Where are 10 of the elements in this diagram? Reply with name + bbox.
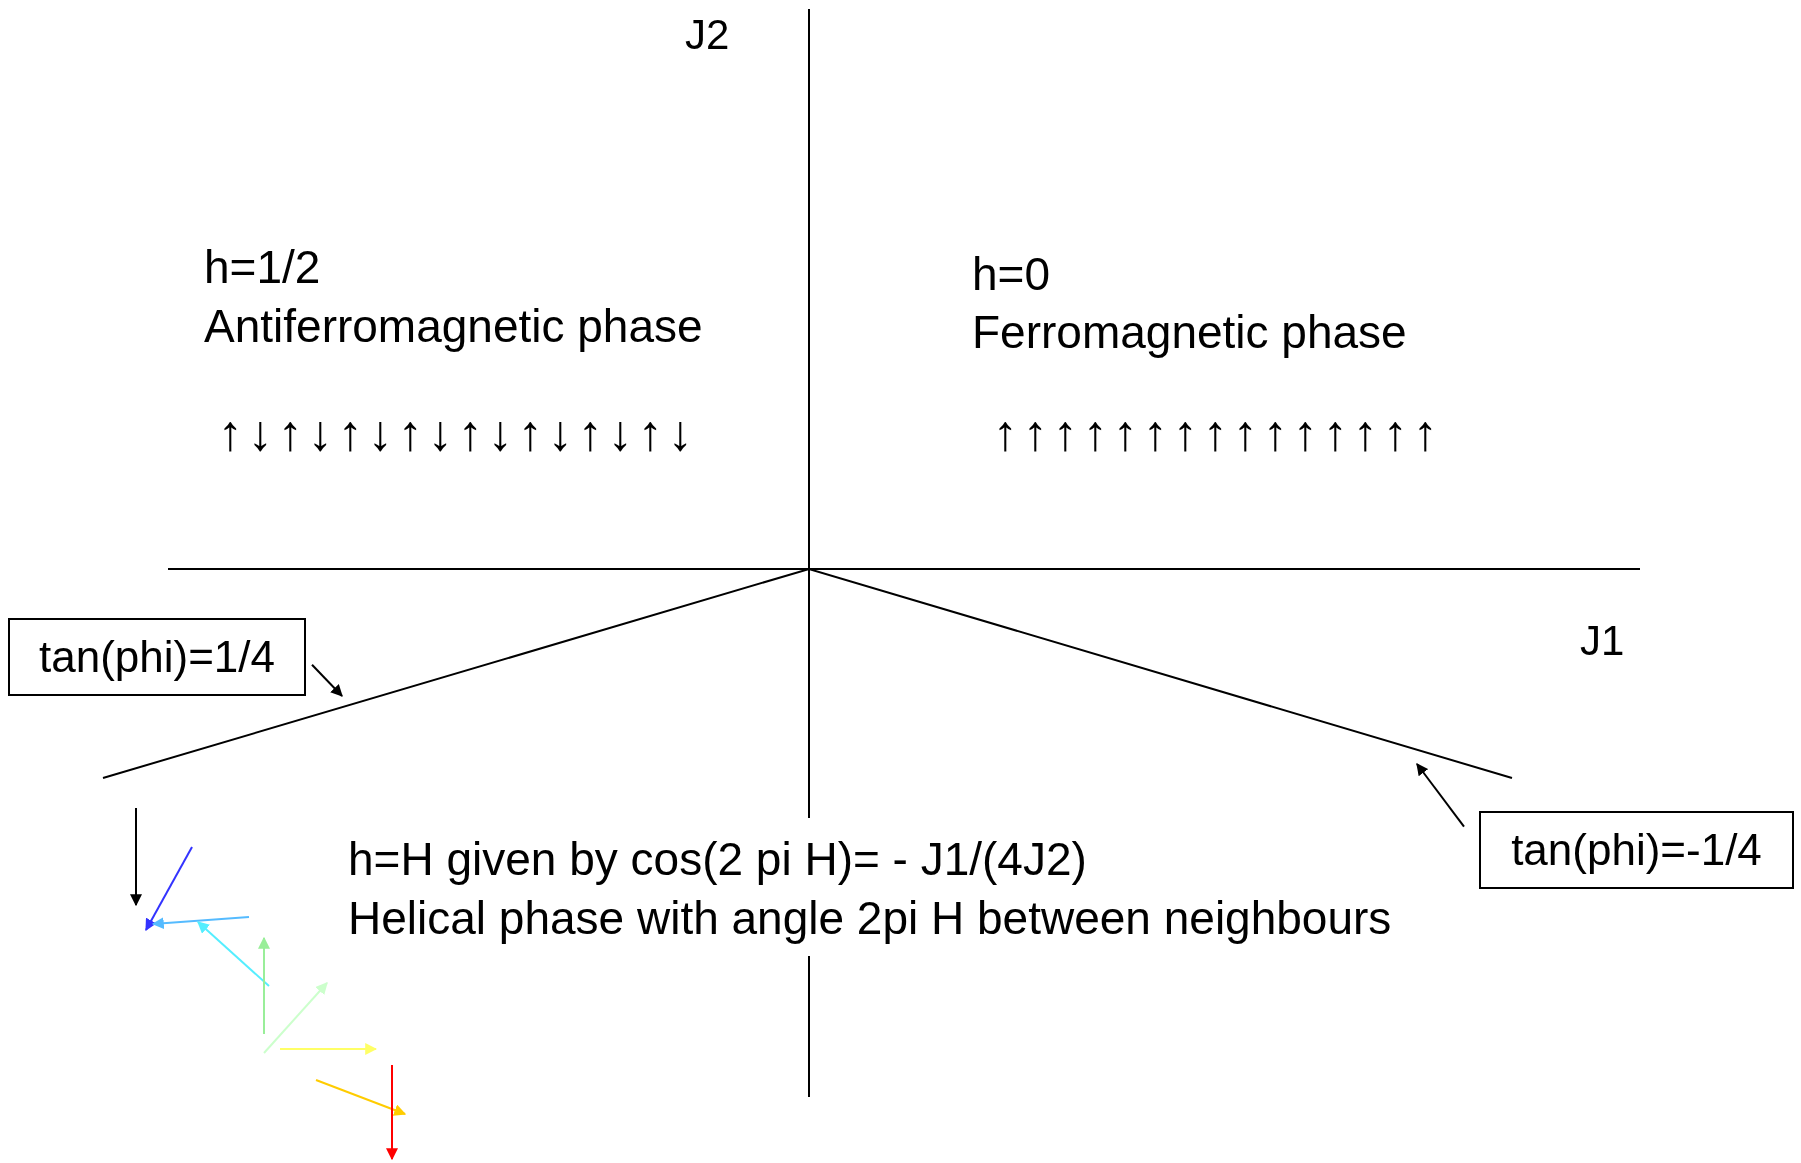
leader-arrow (1416, 763, 1465, 828)
phase-parameter: h=1/2 (204, 244, 321, 290)
label-box: tan(phi)=1/4 (8, 618, 306, 696)
axis-label: J2 (685, 14, 730, 56)
phase-parameter: h=0 (972, 251, 1051, 297)
spin-arrows: ↑↑↑↑↑↑↑↑↑↑↑↑↑↑↑ (993, 408, 1443, 458)
label-box: tan(phi)=-1/4 (1479, 811, 1794, 889)
leader-arrow (311, 663, 343, 697)
spin-arrows: ↑↓↑↓↑↓↑↓↑↓↑↓↑↓↑↓ (218, 408, 698, 458)
axis-label: J1 (1580, 620, 1625, 662)
